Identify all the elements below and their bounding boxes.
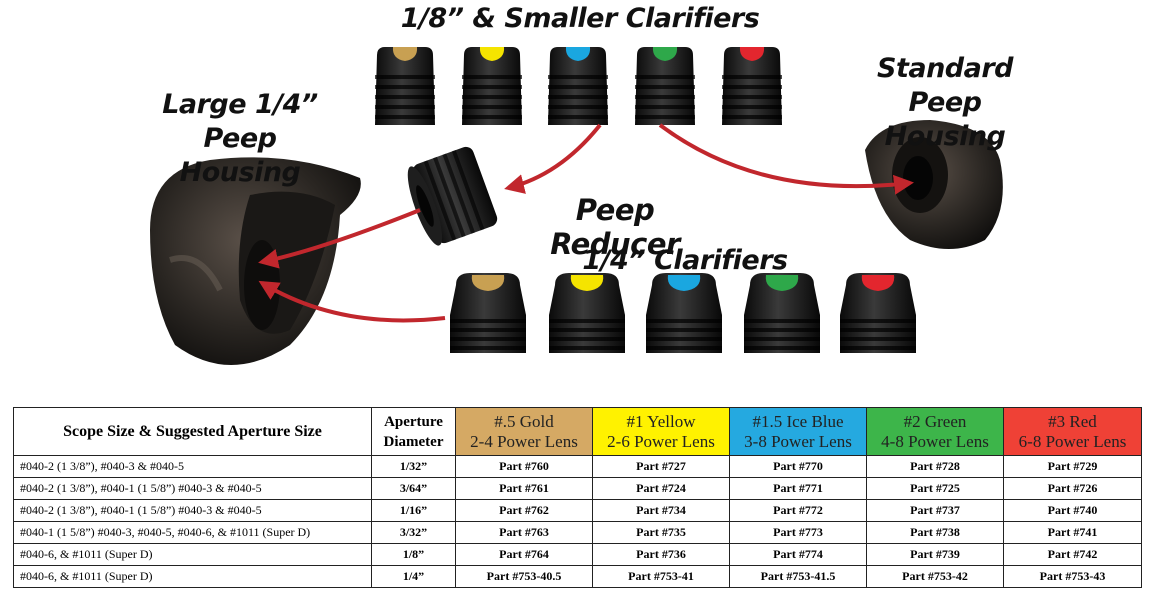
- part-cell: Part #772: [729, 499, 867, 522]
- aperture-cell: 1/16”: [371, 499, 456, 522]
- arrow-clarifier-to-large: [258, 280, 446, 323]
- part-cell: Part #773: [729, 521, 867, 544]
- scope-cell: #040-1 (1 5/8”) #040-3, #040-5, #040-6, …: [13, 521, 372, 544]
- header-aperture-line2: Diameter: [383, 433, 444, 450]
- header-aperture-line1: Aperture: [384, 413, 443, 430]
- header-lens-yellow-line2: 2-6 Power Lens: [607, 431, 715, 451]
- part-cell: Part #736: [592, 543, 730, 566]
- scope-cell: #040-6, & #1011 (Super D): [13, 543, 372, 566]
- part-cell: Part #753-43: [1003, 565, 1142, 588]
- part-cell: Part #738: [866, 521, 1004, 544]
- header-lens-gold-line2: 2-4 Power Lens: [470, 431, 578, 451]
- small-clarifier-yellow: [462, 47, 522, 125]
- small-clarifier-ice-blue: [548, 47, 608, 125]
- header-scope: Scope Size & Suggested Aperture Size: [13, 407, 372, 456]
- part-cell: Part #753-42: [866, 565, 1004, 588]
- header-lens-green: #2 Green 4-8 Power Lens: [866, 407, 1004, 456]
- part-cell: Part #762: [455, 499, 593, 522]
- table-row: #040-1 (1 5/8”) #040-3, #040-5, #040-6, …: [13, 521, 1142, 544]
- large-clarifier-ice-blue: [646, 273, 722, 353]
- part-cell: Part #728: [866, 455, 1004, 478]
- large-clarifier-green: [744, 273, 820, 353]
- standard-peep-housing-title: Standard Peep Housing: [845, 52, 1045, 154]
- standard-peep-housing-title-line2: Peep Housing: [884, 87, 1006, 152]
- part-cell: Part #753-41.5: [729, 565, 867, 588]
- part-cell: Part #734: [592, 499, 730, 522]
- table-row: #040-2 (1 3/8”), #040-1 (1 5/8”) #040-3 …: [13, 499, 1142, 522]
- small-clarifiers-title: 1/8” & Smaller Clarifiers: [400, 3, 760, 34]
- scope-cell: #040-2 (1 3/8”), #040-1 (1 5/8”) #040-3 …: [13, 477, 372, 500]
- header-aperture: Aperture Diameter: [371, 407, 456, 456]
- part-cell: Part #737: [866, 499, 1004, 522]
- arrow-to-reducer: [504, 123, 602, 194]
- part-cell: Part #735: [592, 521, 730, 544]
- header-lens-yellow-line1: #1 Yellow: [626, 411, 696, 431]
- large-clarifier-yellow: [549, 273, 625, 353]
- header-lens-gold: #.5 Gold 2-4 Power Lens: [455, 407, 593, 456]
- header-lens-gold-line1: #.5 Gold: [494, 411, 554, 431]
- part-cell: Part #727: [592, 455, 730, 478]
- small-clarifier-gold: [375, 47, 435, 125]
- part-cell: Part #763: [455, 521, 593, 544]
- header-lens-red-line1: #3 Red: [1048, 411, 1097, 431]
- arrow-reducer-to-large: [258, 208, 421, 269]
- header-lens-red: #3 Red 6-8 Power Lens: [1003, 407, 1142, 456]
- header-row: Scope Size & Suggested Aperture Size Ape…: [13, 407, 1142, 456]
- quarter-clarifiers-title: 1/4” Clarifiers: [582, 245, 788, 276]
- part-cell: Part #764: [455, 543, 593, 566]
- aperture-cell: 3/32”: [371, 521, 456, 544]
- header-lens-red-line2: 6-8 Power Lens: [1018, 431, 1127, 451]
- header-lens-green-line1: #2 Green: [903, 411, 967, 431]
- part-cell: Part #770: [729, 455, 867, 478]
- small-clarifier-green: [635, 47, 695, 125]
- large-peep-housing-title-line1: Large 1/4”: [162, 89, 318, 120]
- standard-peep-housing-title-line1: Standard: [877, 53, 1013, 84]
- aperture-cell: 1/4”: [371, 565, 456, 588]
- parts-table: Scope Size & Suggested Aperture Size Ape…: [13, 407, 1142, 588]
- table-row: #040-6, & #1011 (Super D) 1/8” Part #764…: [13, 543, 1142, 566]
- standard-peep-housing: [865, 120, 1003, 249]
- part-cell: Part #741: [1003, 521, 1142, 544]
- part-cell: Part #725: [866, 477, 1004, 500]
- product-illustration: [150, 47, 1003, 365]
- part-cell: Part #753-40.5: [455, 565, 593, 588]
- header-lens-yellow: #1 Yellow 2-6 Power Lens: [592, 407, 730, 456]
- header-lens-green-line2: 4-8 Power Lens: [881, 431, 989, 451]
- arrow-to-standard: [658, 123, 914, 195]
- large-peep-housing-title-line2: Peep Housing: [179, 123, 301, 188]
- part-cell: Part #739: [866, 543, 1004, 566]
- scope-cell: #040-6, & #1011 (Super D): [13, 565, 372, 588]
- part-cell: Part #724: [592, 477, 730, 500]
- large-clarifier-red: [840, 273, 916, 353]
- table-row: #040-2 (1 3/8”), #040-3 & #040-5 1/32” P…: [13, 455, 1142, 478]
- large-peep-housing-title: Large 1/4” Peep Housing: [140, 88, 340, 190]
- header-lens-ice-blue-line2: 3-8 Power Lens: [744, 431, 852, 451]
- aperture-cell: 1/8”: [371, 543, 456, 566]
- part-cell: Part #742: [1003, 543, 1142, 566]
- table-row: #040-2 (1 3/8”), #040-1 (1 5/8”) #040-3 …: [13, 477, 1142, 500]
- part-cell: Part #726: [1003, 477, 1142, 500]
- part-cell: Part #740: [1003, 499, 1142, 522]
- header-lens-ice-blue: #1.5 Ice Blue 3-8 Power Lens: [729, 407, 867, 456]
- part-cell: Part #760: [455, 455, 593, 478]
- peep-reducer-title: Peep Reducer: [550, 193, 680, 261]
- part-cell: Part #761: [455, 477, 593, 500]
- part-cell: Part #771: [729, 477, 867, 500]
- aperture-cell: 1/32”: [371, 455, 456, 478]
- header-lens-ice-blue-line1: #1.5 Ice Blue: [752, 411, 844, 431]
- scope-cell: #040-2 (1 3/8”), #040-1 (1 5/8”) #040-3 …: [13, 499, 372, 522]
- part-cell: Part #729: [1003, 455, 1142, 478]
- large-clarifier-gold: [450, 273, 526, 353]
- small-clarifier-red: [722, 47, 782, 125]
- peep-reducer: [407, 146, 498, 246]
- scope-cell: #040-2 (1 3/8”), #040-3 & #040-5: [13, 455, 372, 478]
- part-cell: Part #753-41: [592, 565, 730, 588]
- part-cell: Part #774: [729, 543, 867, 566]
- aperture-cell: 3/64”: [371, 477, 456, 500]
- table-row: #040-6, & #1011 (Super D) 1/4” Part #753…: [13, 565, 1142, 588]
